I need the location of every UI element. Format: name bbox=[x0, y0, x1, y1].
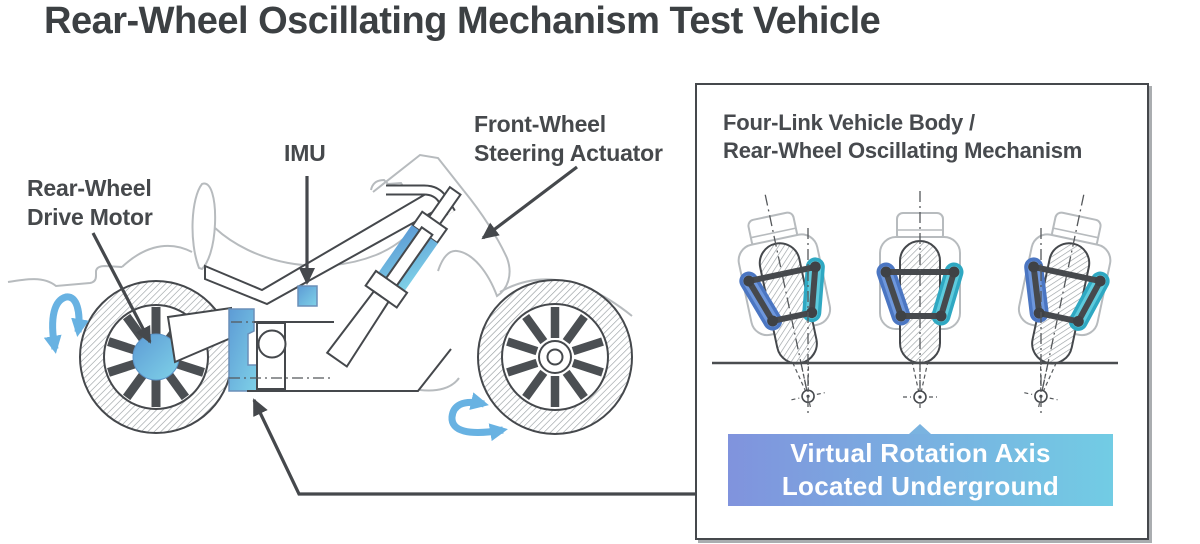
steering-actuator-pointer-arrow bbox=[481, 165, 578, 240]
mechanism-pose-lean-right bbox=[1000, 186, 1123, 415]
rear-oscillation-arrow bbox=[43, 293, 89, 354]
rear-motor-pointer-arrow bbox=[91, 232, 152, 344]
rear-wheel bbox=[79, 280, 233, 434]
imu-unit bbox=[297, 285, 318, 307]
front-wheel-steering-actuator-label: Front-Wheel Steering Actuator bbox=[474, 111, 663, 166]
rear-wheel-drive-motor-label: Rear-Wheel Drive Motor bbox=[27, 175, 153, 230]
mechanism-pose-upright bbox=[880, 191, 960, 408]
imu-label: IMU bbox=[284, 140, 326, 166]
panel-connector-arrow bbox=[252, 398, 697, 496]
panel-header: Four-Link Vehicle Body / Rear-Wheel Osci… bbox=[723, 110, 1083, 163]
virtual-rotation-axis-banner: Virtual Rotation Axis Located Undergroun… bbox=[728, 434, 1113, 506]
page-title: Rear-Wheel Oscillating Mechanism Test Ve… bbox=[44, 0, 881, 42]
front-fork bbox=[325, 185, 462, 368]
banner-pointer-tip bbox=[909, 424, 931, 434]
front-wheel-spokes bbox=[506, 307, 604, 407]
four-link-mechanism-panel: Four-Link Vehicle Body / Rear-Wheel Osci… bbox=[695, 83, 1149, 540]
mechanism-poses-diagram bbox=[712, 85, 1147, 538]
mechanism-pose-lean-left bbox=[726, 186, 849, 415]
rear-oscillating-mechanism bbox=[228, 308, 452, 392]
front-steering-oscillation-arrow bbox=[448, 392, 508, 442]
